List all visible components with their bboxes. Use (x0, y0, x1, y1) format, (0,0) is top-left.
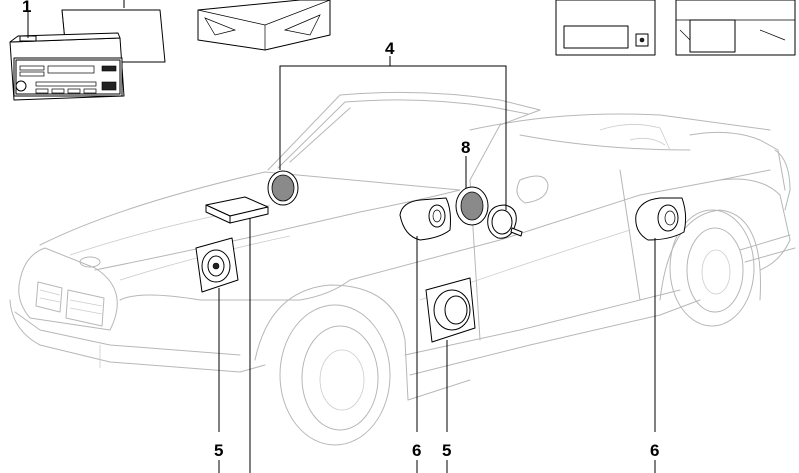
cd-changer-unit (555, 0, 796, 56)
callout-1: 1 (22, 0, 31, 16)
radio-head-unit (9, 9, 166, 101)
speaker-housing-door (399, 197, 451, 241)
leader-lines (27, 12, 656, 473)
tweeter-left (267, 170, 299, 206)
callout-8: 8 (461, 138, 470, 157)
packaging-box (197, 0, 331, 51)
speaker-grille (455, 186, 489, 226)
callout-5-door: 5 (442, 441, 451, 460)
callout-6-rear: 6 (650, 441, 659, 460)
callout-5-front: 5 (214, 441, 223, 460)
speaker-front (195, 237, 239, 293)
callout-6-door: 6 (412, 441, 421, 460)
speaker-housing-rear (635, 197, 687, 241)
control-module (205, 196, 269, 224)
tweeter-right (487, 204, 523, 239)
convertible-car-outline (9, 91, 796, 446)
speaker-door-lower (425, 277, 476, 343)
callout-4: 4 (385, 39, 395, 58)
